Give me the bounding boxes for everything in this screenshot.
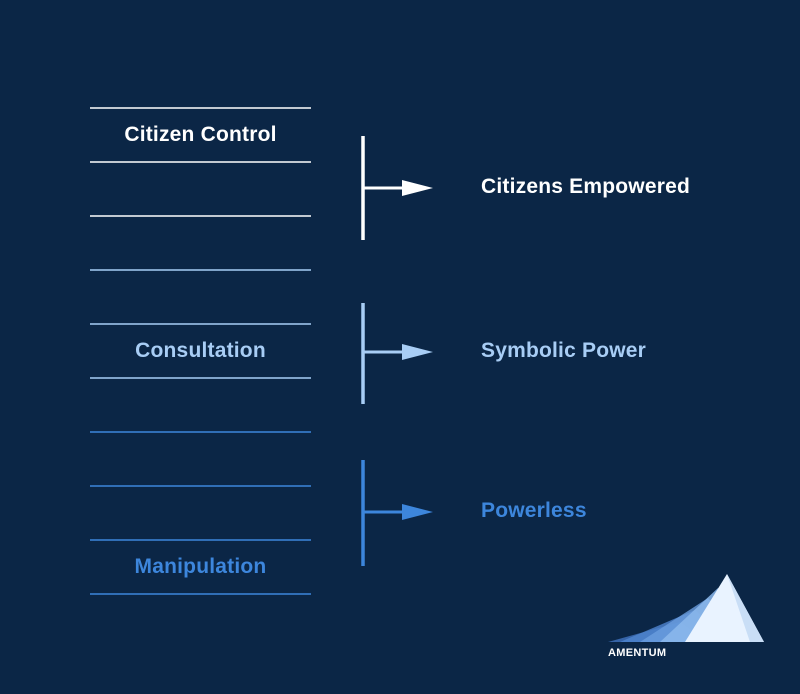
group-label: Symbolic Power <box>481 339 647 362</box>
rung-label: Citizen Control <box>124 123 277 146</box>
group-label: Powerless <box>481 499 587 522</box>
logo-wordmark: AMENTUM <box>608 647 667 659</box>
rung-label: Consultation <box>135 339 266 362</box>
rung-label: Manipulation <box>134 555 267 578</box>
group-bracket-arrow <box>361 303 433 404</box>
group-bracket-arrow <box>361 460 433 566</box>
mountain-icon <box>608 574 764 642</box>
group-label: Citizens Empowered <box>481 175 690 198</box>
group-bracket-arrow <box>361 136 433 240</box>
